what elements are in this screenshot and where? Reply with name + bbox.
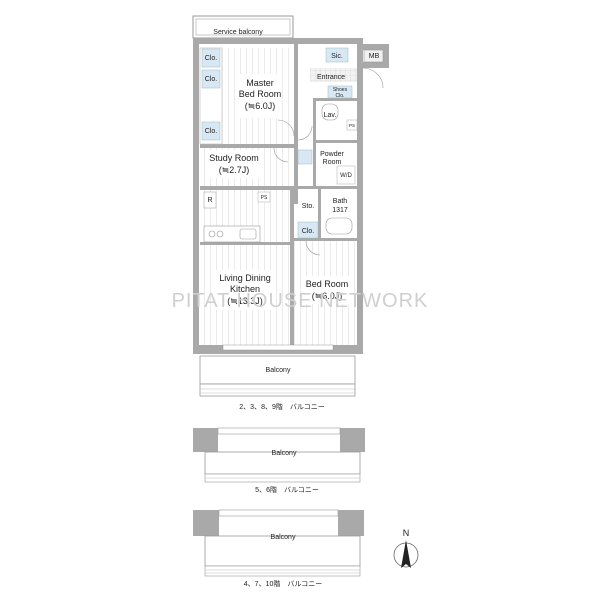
north-compass-icon: N — [393, 528, 419, 568]
study-room-size: (≒2.7J) — [219, 165, 250, 175]
shoes-closet — [327, 85, 353, 99]
variant-1-caption: 2、3、8、9階 バルコニー — [239, 402, 324, 411]
closet-2-label: Clo. — [205, 76, 218, 83]
stove-burner-icon — [216, 230, 224, 238]
variant-2-balcony: Balcony — [193, 427, 365, 483]
master-bedroom-name-2: Bed Room — [239, 89, 282, 99]
ps-shaft — [346, 119, 358, 131]
bedroom-name: Bed Room — [306, 279, 349, 289]
refrigerator-label: R — [207, 197, 212, 204]
shoes-closet-label-2: Clo. — [336, 93, 345, 99]
kitchen-counter — [203, 225, 261, 243]
main-balcony: Balcony — [193, 344, 363, 397]
bath-size: 1317 — [332, 207, 348, 214]
bedroom-size: (≒6.0J) — [312, 291, 343, 301]
storage-label: Sto. — [302, 203, 315, 210]
service-balcony-label: Service balcony — [213, 29, 263, 36]
variant-3-balcony: Balcony — [193, 509, 364, 577]
master-bedroom-name: Master — [246, 78, 274, 88]
variant-3-balcony-label: Balcony — [271, 534, 296, 541]
closet-4-label: Clo. — [302, 228, 315, 235]
shoes-closet-label-1: Shoes — [333, 87, 348, 93]
variant-2-balcony-label: Balcony — [272, 450, 297, 457]
ps-shaft-2 — [257, 191, 271, 203]
refrigerator — [203, 191, 217, 209]
toilet-icon — [321, 103, 339, 121]
closet-2 — [201, 69, 221, 89]
mb-label: MB — [369, 53, 380, 60]
sic-label: Sic. — [331, 53, 343, 60]
ldk-name-2: Kitchen — [230, 284, 260, 294]
watermark: PITAT HOUSE NETWORK — [172, 290, 429, 312]
closet-1-label: Clo. — [205, 55, 218, 62]
sink-icon — [239, 228, 257, 240]
ps-label: PS — [349, 123, 355, 128]
stove-burner-icon — [208, 230, 216, 238]
balcony-label: Balcony — [266, 367, 291, 374]
powder-room-label-1: Powder — [320, 151, 344, 158]
closet-3 — [201, 121, 221, 141]
master-bedroom-size: (≒6.0J) — [245, 101, 276, 111]
entrance-floor — [310, 68, 357, 82]
study-room-name: Study Room — [209, 153, 259, 163]
wd-label: W/D — [340, 173, 352, 179]
ldk-name: Living Dining — [219, 273, 271, 283]
closet-1 — [201, 48, 221, 68]
bathtub-icon — [325, 217, 353, 235]
entrance-door-swing — [362, 67, 384, 89]
north-label: N — [403, 528, 410, 538]
variant-2-caption: 5、6階 バルコニー — [255, 485, 319, 494]
sic-closet — [325, 47, 349, 63]
closet-4 — [297, 221, 319, 239]
lav-label: Lav. — [324, 112, 337, 119]
ps-label-2: PS — [261, 195, 268, 201]
closet-3-label: Clo. — [205, 128, 218, 135]
hall-closet — [297, 149, 313, 165]
powder-room-label-2: Room — [323, 159, 342, 166]
variant-3-caption: 4、7、10階 バルコニー — [244, 579, 322, 588]
door-swings — [273, 119, 321, 256]
washer-space — [336, 165, 356, 185]
bath-label: Bath — [333, 198, 348, 205]
ldk-size: (≒13.3J) — [227, 296, 263, 306]
mb-box — [363, 49, 384, 63]
service-balcony: Service balcony — [192, 15, 294, 39]
entrance-label: Entrance — [317, 74, 345, 81]
